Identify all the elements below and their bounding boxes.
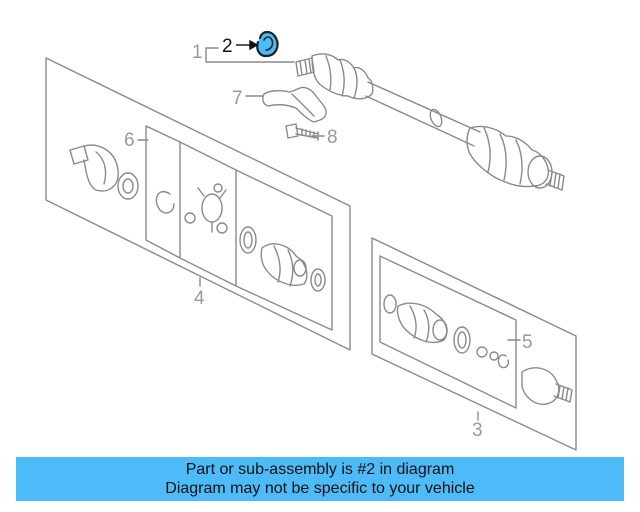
callout-2: 2 (222, 36, 233, 57)
banner-line-1: Part or sub-assembly is #2 in diagram (185, 461, 455, 478)
kit-box-3 (371, 237, 577, 451)
part-2-arrow (236, 39, 259, 51)
info-banner: Part or sub-assembly is #2 in diagram Di… (16, 457, 624, 501)
kit-box-4 (45, 57, 351, 351)
part-2-highlighted-ring (256, 30, 279, 58)
callout-4: 4 (194, 288, 205, 309)
part-8-bolt (285, 123, 319, 141)
callout-5: 5 (522, 332, 533, 353)
banner-line-2: Diagram may not be specific to your vehi… (165, 480, 475, 497)
callout-8: 8 (327, 127, 338, 148)
part-7-bracket (262, 86, 327, 123)
callout-3: 3 (472, 420, 483, 441)
callout-7: 7 (232, 88, 243, 109)
callout-6: 6 (124, 130, 135, 151)
axle-shaft-assembly (295, 53, 565, 191)
callout-1: 1 (192, 42, 203, 63)
leader-lines (137, 47, 521, 421)
